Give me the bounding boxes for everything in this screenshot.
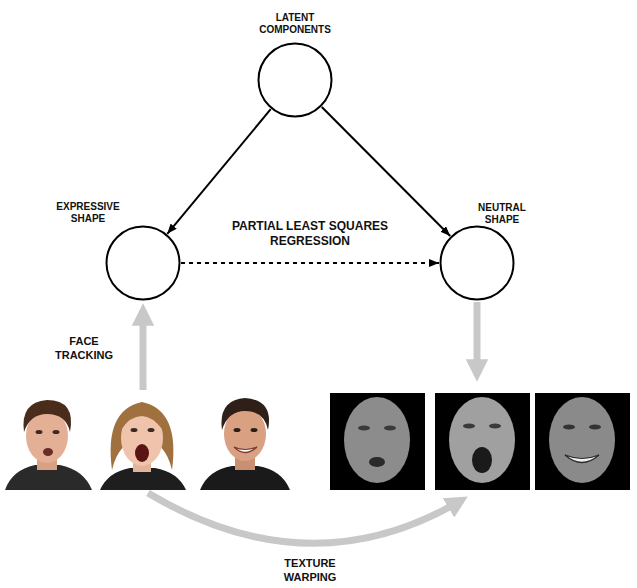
mouth bbox=[43, 448, 53, 456]
circle-outline bbox=[105, 225, 181, 301]
shape-circle: EXPRESSIVE SHAPE bbox=[105, 225, 181, 301]
face-mask bbox=[549, 397, 615, 483]
eye bbox=[563, 425, 575, 430]
face-mask bbox=[344, 397, 410, 483]
smile bbox=[565, 455, 599, 463]
tracking-arrow bbox=[140, 310, 147, 390]
texture-image bbox=[435, 393, 530, 490]
face-mask bbox=[449, 397, 515, 483]
eye bbox=[463, 424, 475, 429]
eye bbox=[53, 430, 60, 434]
circle-outline bbox=[257, 42, 333, 118]
hair bbox=[23, 400, 71, 432]
mouth bbox=[369, 457, 385, 467]
connector bbox=[167, 109, 270, 234]
texture-image bbox=[330, 393, 425, 490]
eye bbox=[234, 428, 241, 432]
eye bbox=[589, 425, 601, 430]
connector bbox=[181, 262, 439, 264]
circle-border bbox=[441, 227, 514, 300]
eye bbox=[384, 426, 396, 431]
process-label: FACE TRACKING bbox=[44, 334, 124, 362]
mouth bbox=[135, 444, 149, 462]
shape-heading: EXPRESSIVE SHAPE bbox=[48, 201, 128, 225]
warping-arrow bbox=[148, 493, 462, 543]
smile bbox=[234, 447, 257, 453]
connector bbox=[322, 107, 450, 236]
shape-circle: NEUTRAL SHAPE bbox=[439, 225, 515, 301]
mouth bbox=[472, 447, 492, 473]
eye bbox=[36, 430, 43, 434]
hair bbox=[221, 398, 269, 430]
eye bbox=[489, 424, 501, 429]
texture-ground bbox=[435, 393, 530, 490]
hair bbox=[111, 402, 174, 470]
texture-ground bbox=[330, 393, 425, 490]
hair bbox=[121, 405, 163, 430]
shape-heading: NEUTRAL SHAPE bbox=[462, 202, 542, 226]
process-label: TEXTURE WARPING bbox=[260, 556, 360, 584]
circle-border bbox=[259, 44, 332, 117]
face-photo bbox=[0, 395, 95, 490]
eye bbox=[131, 428, 138, 432]
photo-ground bbox=[197, 395, 292, 490]
circle-outline bbox=[439, 225, 515, 301]
photo-ground bbox=[0, 395, 95, 490]
connector-label: PARTIAL LEAST SQUARES REGRESSION bbox=[225, 219, 395, 249]
shape-heading: LATENT COMPONENTS bbox=[250, 12, 340, 36]
circle-border bbox=[107, 227, 180, 300]
photo-ground bbox=[95, 395, 192, 490]
output-arrow bbox=[474, 302, 481, 375]
shape-circle: LATENT COMPONENTS bbox=[257, 42, 333, 118]
texture-image bbox=[535, 393, 630, 490]
face-photo bbox=[95, 395, 192, 490]
texture-ground bbox=[535, 393, 630, 490]
face-photo bbox=[197, 395, 292, 490]
eye bbox=[148, 428, 155, 432]
eye bbox=[358, 426, 370, 431]
eye bbox=[251, 428, 258, 432]
